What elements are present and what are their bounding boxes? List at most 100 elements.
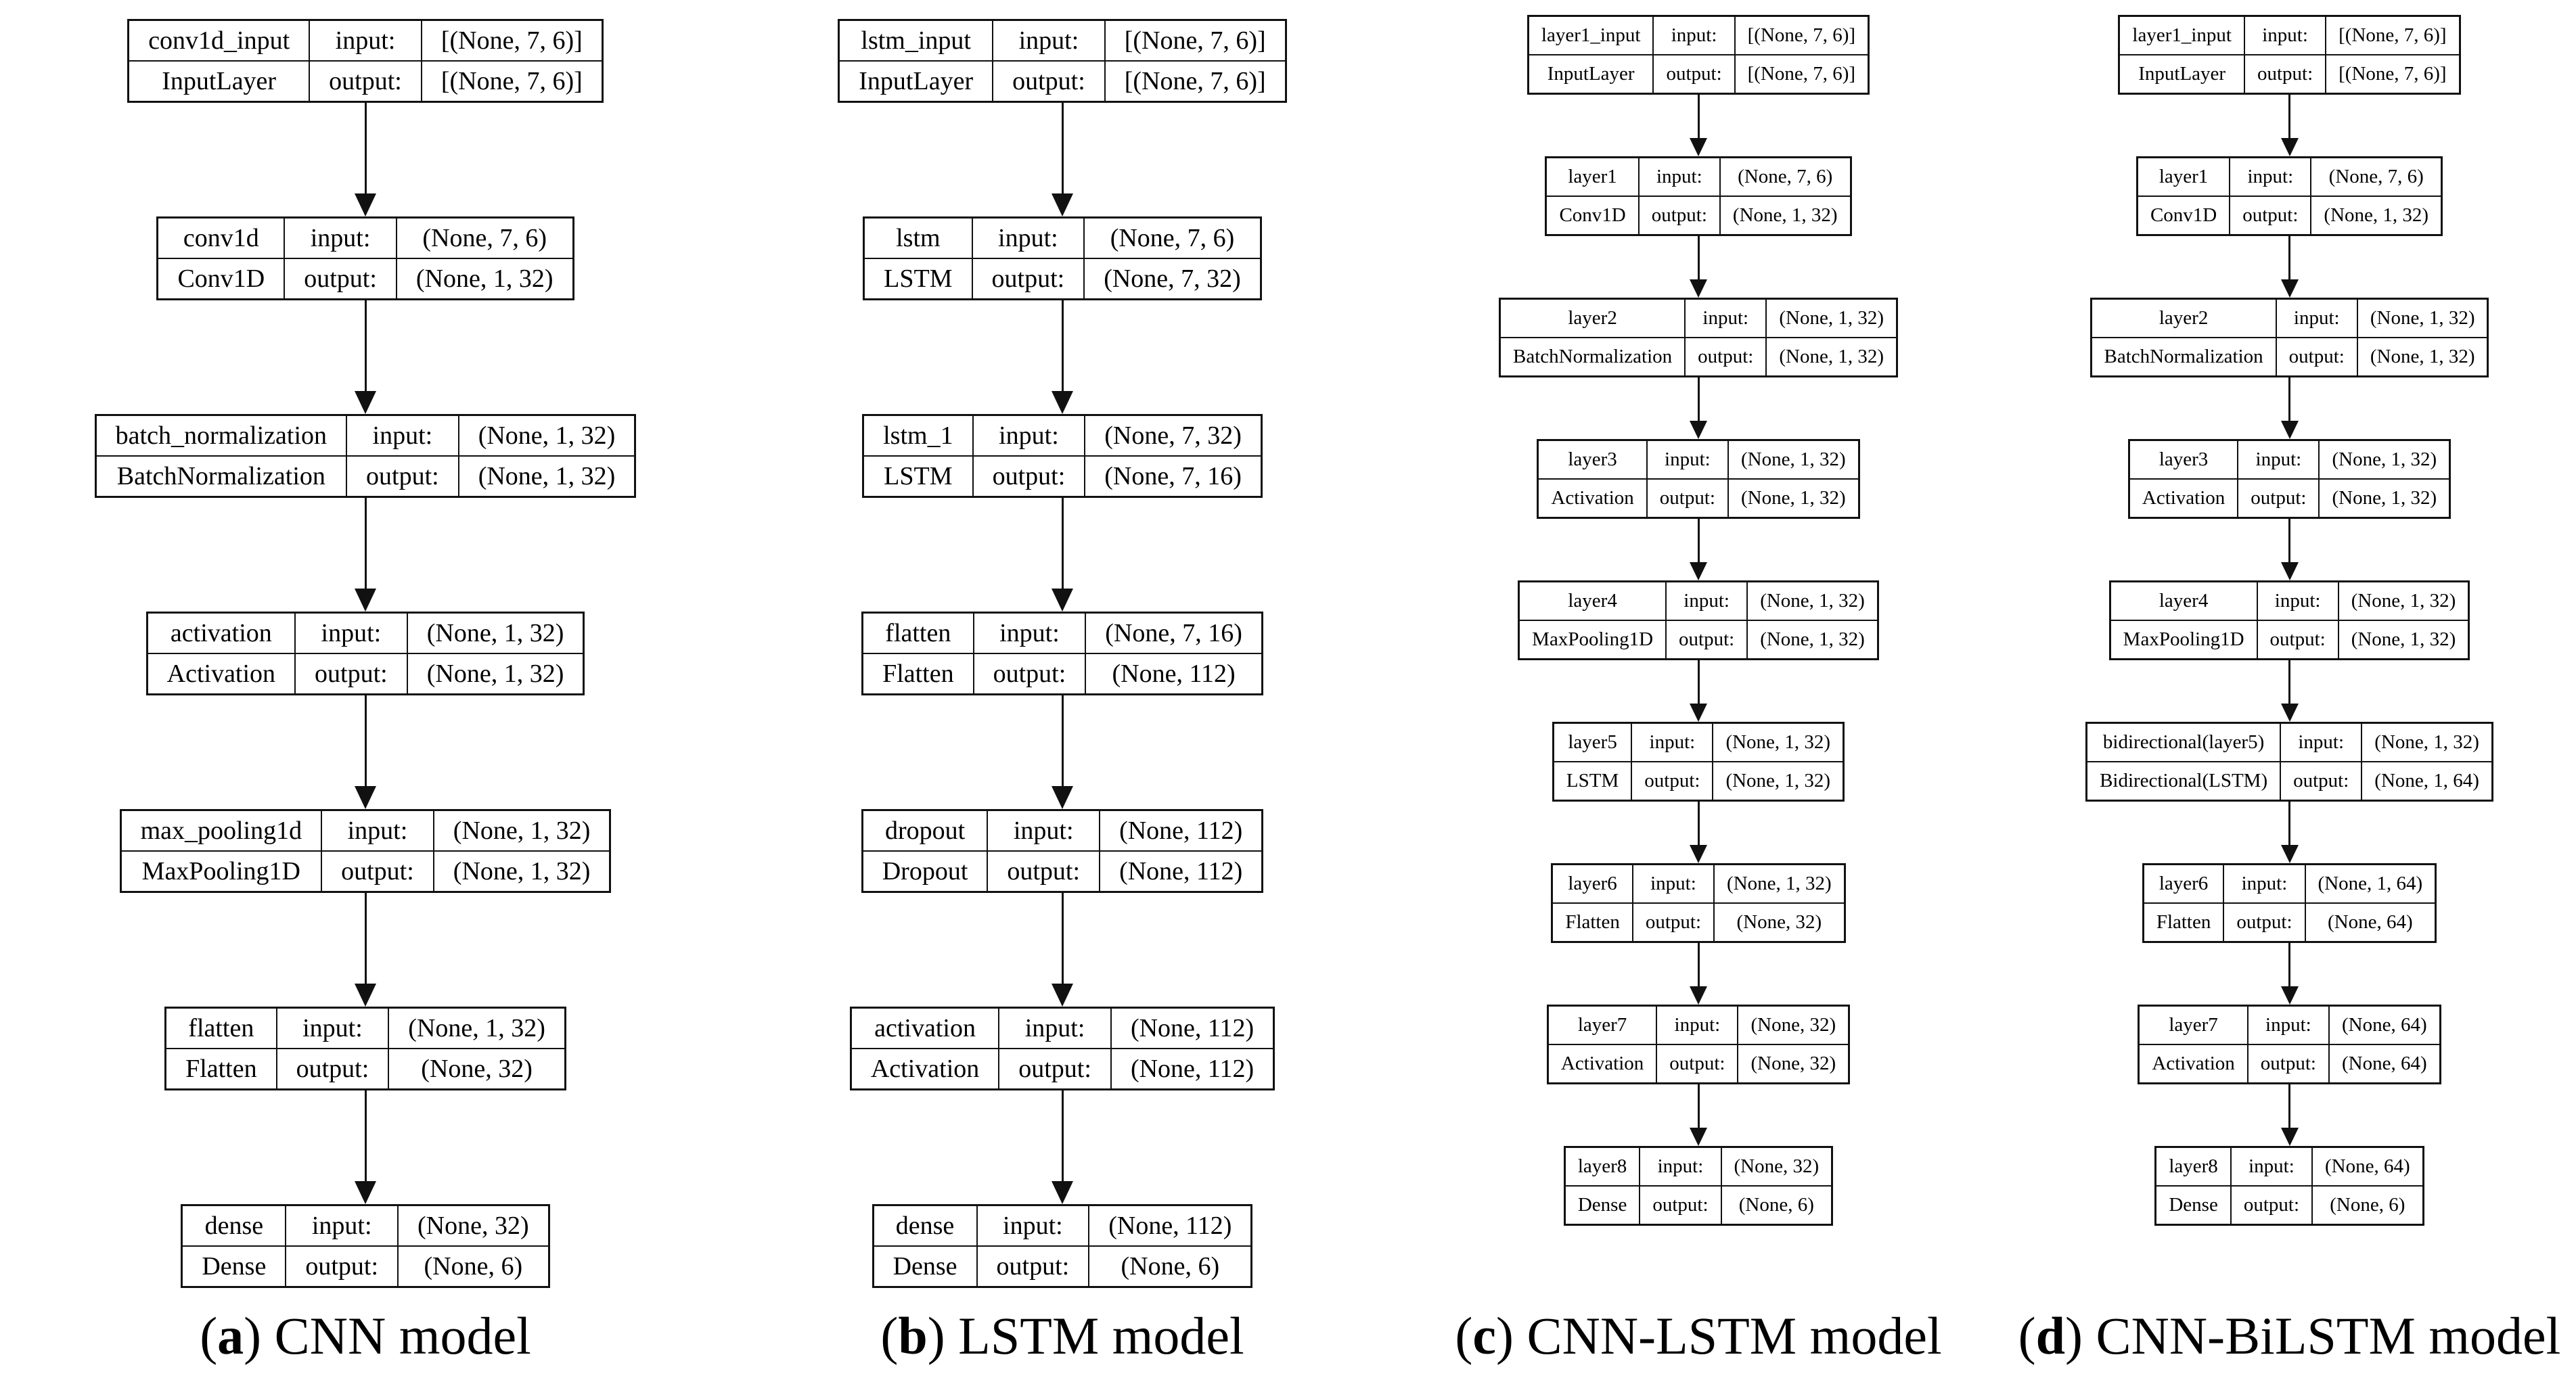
- arrow-down-icon: [2280, 660, 2299, 722]
- arrow-head: [1052, 984, 1073, 1007]
- input-label: input:: [1657, 1007, 1739, 1045]
- layer-node: layer4 input: (None, 1, 32) MaxPooling1D…: [1518, 580, 1879, 660]
- arrow-shaft: [2288, 519, 2290, 562]
- input-label: input:: [2238, 441, 2320, 480]
- output-shape: (None, 1, 32): [2338, 621, 2468, 658]
- output-shape: (None, 6): [399, 1247, 548, 1286]
- layer-name: layer4: [1520, 582, 1667, 621]
- layer-name: layer7: [1548, 1007, 1658, 1045]
- arrow-head: [1052, 391, 1073, 414]
- arrow-down-icon: [1690, 95, 1707, 156]
- input-label: input:: [988, 811, 1101, 852]
- layer-name: flatten: [863, 614, 974, 654]
- layer-name: activation: [851, 1009, 1000, 1049]
- figure-caption-d: (d) CNN-BiLSTM model: [2018, 1310, 2561, 1362]
- model-diagram-d: layer1_input input: [(None, 7, 6)] Input…: [2003, 0, 2576, 1380]
- output-label: output:: [1657, 1045, 1739, 1082]
- input-shape: (None, 1, 32): [389, 1009, 564, 1049]
- output-label: output:: [1632, 762, 1714, 800]
- input-shape: (None, 112): [1111, 1009, 1273, 1049]
- layer-class: InputLayer: [2120, 55, 2245, 93]
- input-label: input:: [277, 1009, 390, 1049]
- arrow-shaft: [364, 695, 367, 786]
- caption-text: ) CNN-LSTM model: [1495, 1306, 1942, 1365]
- output-label: output:: [988, 852, 1101, 891]
- input-label: input:: [2224, 865, 2306, 904]
- model-diagram-c: layer1_input input: [(None, 7, 6)] Input…: [1394, 0, 2003, 1380]
- arrow-shaft: [1697, 236, 1700, 279]
- input-shape: (None, 1, 32): [1748, 582, 1877, 621]
- arrow-down-icon: [1052, 300, 1073, 414]
- output-label: output:: [310, 62, 422, 101]
- layer-class: MaxPooling1D: [121, 852, 323, 891]
- caption-text: (: [880, 1306, 899, 1365]
- input-shape: (None, 7, 6): [397, 218, 572, 259]
- input-label: input:: [1647, 441, 1729, 480]
- input-shape: (None, 1, 32): [1728, 441, 1858, 480]
- layer-node: conv1d_input input: [(None, 7, 6)] Input…: [127, 19, 604, 103]
- input-shape: (None, 1, 32): [2357, 300, 2487, 338]
- layer-class: Dense: [1565, 1187, 1641, 1224]
- input-label: input:: [972, 218, 1085, 259]
- arrow-down-icon: [1690, 660, 1707, 722]
- caption-text: a: [217, 1306, 244, 1365]
- layer-name: layer1: [1547, 158, 1640, 197]
- layer-class: Dense: [2156, 1187, 2232, 1224]
- arrow-down-icon: [355, 1090, 376, 1204]
- output-shape: (None, 1, 32): [2311, 197, 2441, 234]
- model-diagram-b: lstm_input input: [(None, 7, 6)] InputLa…: [731, 0, 1394, 1380]
- caption-text: ) CNN-BiLSTM model: [2065, 1306, 2561, 1365]
- input-shape: (None, 1, 32): [1713, 724, 1843, 762]
- input-label: input:: [977, 1206, 1090, 1247]
- layer-node: layer1 input: (None, 7, 6) Conv1D output…: [2136, 156, 2443, 236]
- arrow-head: [2280, 1128, 2299, 1146]
- output-label: output:: [993, 62, 1106, 101]
- layer-name: lstm: [865, 218, 973, 259]
- layer-name: lstm_input: [840, 21, 994, 62]
- arrow-down-icon: [355, 103, 376, 216]
- input-shape: (None, 64): [2313, 1148, 2422, 1187]
- input-label: input:: [1686, 300, 1767, 338]
- output-shape: (None, 1, 32): [1748, 621, 1877, 658]
- layer-node: flatten input: (None, 1, 32) Flatten out…: [164, 1007, 566, 1090]
- output-label: output:: [296, 654, 408, 693]
- caption-text: ) LSTM model: [927, 1306, 1244, 1365]
- arrow-down-icon: [1690, 802, 1707, 863]
- layer-class: Activation: [1548, 1045, 1658, 1082]
- layer-node: layer6 input: (None, 1, 32) Flatten outp…: [1551, 863, 1846, 943]
- layer-node: dense input: (None, 32) Dense output: (N…: [181, 1204, 550, 1288]
- arrow-shaft: [1061, 695, 1064, 786]
- arrow-head: [2280, 704, 2299, 722]
- layer-class: Activation: [148, 654, 296, 693]
- layer-name: layer5: [1554, 724, 1633, 762]
- output-shape: (None, 1, 32): [1728, 480, 1858, 517]
- input-shape: (None, 1, 32): [1715, 865, 1844, 904]
- layer-name: lstm_1: [864, 416, 974, 457]
- input-label: input:: [973, 416, 1086, 457]
- input-shape: (None, 1, 32): [2320, 441, 2449, 480]
- caption-text: (: [2018, 1306, 2036, 1365]
- input-shape: [(None, 7, 6)]: [1105, 21, 1285, 62]
- layer-class: LSTM: [1554, 762, 1633, 800]
- arrow-head: [1052, 1181, 1073, 1204]
- layer-node: layer2 input: (None, 1, 32) BatchNormali…: [1499, 298, 1898, 377]
- layer-name: layer7: [2140, 1007, 2249, 1045]
- layer-node: layer8 input: (None, 32) Dense output: (…: [1563, 1146, 1834, 1226]
- input-label: input:: [1654, 17, 1736, 55]
- input-shape: (None, 7, 6): [2311, 158, 2441, 197]
- layer-node: dropout input: (None, 112) Dropout outpu…: [861, 809, 1264, 893]
- layer-name: batch_normalization: [96, 416, 348, 457]
- arrow-head: [1690, 986, 1707, 1005]
- layer-class: Activation: [851, 1049, 1000, 1088]
- layer-node: layer1_input input: [(None, 7, 6)] Input…: [2118, 15, 2461, 95]
- output-shape: (None, 6): [1089, 1247, 1251, 1286]
- layer-name: activation: [148, 614, 296, 654]
- output-label: output:: [2257, 621, 2339, 658]
- arrow-down-icon: [355, 695, 376, 809]
- figure-caption-b: (b) LSTM model: [880, 1310, 1244, 1362]
- output-label: output:: [322, 852, 434, 891]
- layer-node: layer5 input: (None, 1, 32) LSTM output:…: [1552, 722, 1845, 802]
- arrow-down-icon: [1690, 377, 1707, 439]
- layer-class: Conv1D: [1547, 197, 1640, 234]
